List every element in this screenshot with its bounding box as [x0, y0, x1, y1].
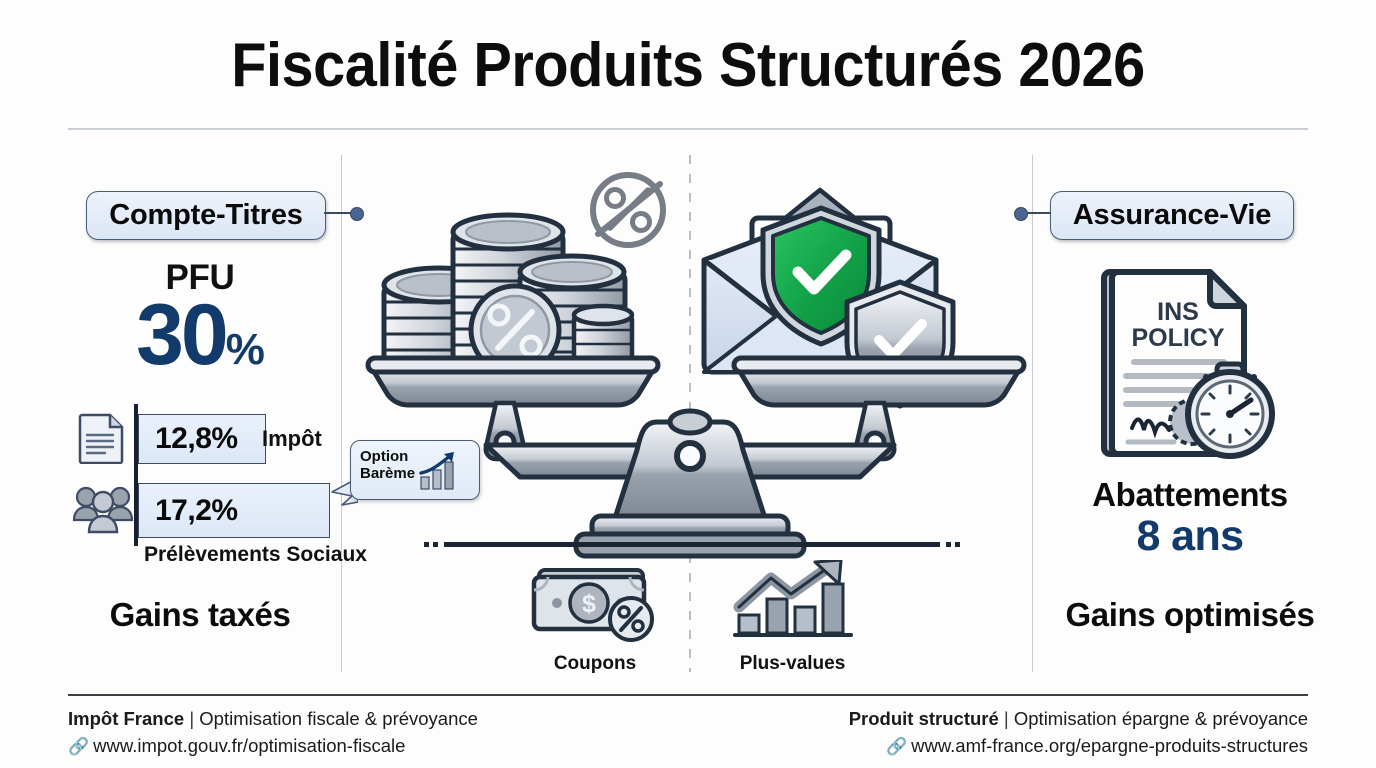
policy-doc-line1: INS [1157, 298, 1199, 326]
pfu-value: 30% [60, 292, 340, 378]
document-icon [78, 413, 124, 464]
pfu-label: PFU [165, 258, 235, 297]
footer-right: Produit structuré | Optimisation épargne… [849, 706, 1308, 760]
right-summary: Gains optimisés [1065, 596, 1315, 633]
right-connector-dot [1014, 207, 1028, 221]
footer-right-url[interactable]: www.amf-france.org/epargne-produits-stru… [911, 734, 1308, 756]
footer-left-separator: | [189, 708, 195, 729]
bar-impot-value: 12,8% [155, 422, 238, 455]
left-summary: Gains taxés [109, 596, 291, 633]
badge-assurance-vie[interactable]: Assurance-Vie [1050, 191, 1294, 240]
policy-doc-line2: POLICY [1131, 324, 1224, 352]
center-item-coupons: $ Coupons [500, 560, 690, 675]
callout-line-2: Barème [360, 465, 416, 483]
balance-scale-illustration [365, 172, 1027, 559]
ground-line [424, 542, 960, 547]
callout-option-bareme[interactable]: Option Barème [350, 440, 480, 500]
footer-left-line1: Impôt France | Optimisation fiscale & pr… [68, 706, 478, 733]
left-connector-line [324, 212, 351, 214]
footer-left-tagline: Optimisation fiscale & prévoyance [199, 708, 478, 729]
abattements-label: Abattements [1092, 476, 1288, 513]
left-connector-dot [350, 207, 364, 221]
footer-right-line1: Produit structuré | Optimisation épargne… [849, 706, 1308, 733]
right-connector-line [1024, 212, 1051, 214]
callout-text: Option Barème [360, 448, 415, 483]
center-item-plus-values: Plus-values [700, 558, 885, 675]
footer-left-brand: Impôt France [68, 708, 185, 729]
footer-right-tagline: Optimisation épargne & prévoyance [1013, 708, 1308, 729]
banknote-percent-icon: $ [531, 568, 654, 642]
left-column-divider [341, 155, 342, 672]
bar-impot-label: Impôt [262, 426, 322, 451]
bar-ps-value: 17,2% [155, 493, 238, 527]
coupons-label: Coupons [553, 653, 637, 674]
footer-right-brand: Produit structuré [848, 708, 999, 729]
link-icon: 🔗 [885, 736, 908, 756]
growth-bar-chart-icon [419, 452, 454, 490]
pfu-number: 30 [136, 287, 229, 383]
abattements-value: 8 ans [1136, 512, 1245, 560]
right-column-divider [1032, 155, 1033, 672]
plus-values-label: Plus-values [739, 653, 846, 674]
coin-stacks-with-percent-icon [381, 172, 666, 377]
footer-left: Impôt France | Optimisation fiscale & pr… [68, 706, 478, 760]
page-title: Fiscalité Produits Structurés 2026 [231, 31, 1145, 100]
footer-divider [68, 694, 1308, 696]
rising-bar-chart-arrow-icon [732, 558, 853, 637]
header-divider [68, 128, 1308, 130]
footer-right-separator: | [1003, 708, 1009, 729]
bar-ps-label: Prélèvements Sociaux [144, 543, 367, 566]
people-icon [72, 486, 134, 534]
scale-hardware [365, 355, 1027, 559]
insurance-policy-stopwatch-icon: INS POLICY [1101, 269, 1275, 459]
svg-text:$: $ [582, 590, 596, 618]
footer-left-url-row[interactable]: 🔗www.impot.gouv.fr/optimisation-fiscale [68, 733, 478, 760]
callout-line-1: Option [360, 448, 409, 465]
badge-compte-titres[interactable]: Compte-Titres [86, 191, 326, 240]
footer-left-url[interactable]: www.impot.gouv.fr/optimisation-fiscale [93, 734, 406, 756]
link-icon: 🔗 [68, 736, 90, 756]
bar-prelevements-sociaux: 17,2% [138, 483, 330, 538]
bars-axis [134, 404, 138, 546]
bar-impot: 12,8% [138, 414, 266, 464]
pfu-percent-sign: % [225, 325, 265, 374]
footer-right-url-row[interactable]: 🔗www.amf-france.org/epargne-produits-str… [849, 733, 1308, 760]
